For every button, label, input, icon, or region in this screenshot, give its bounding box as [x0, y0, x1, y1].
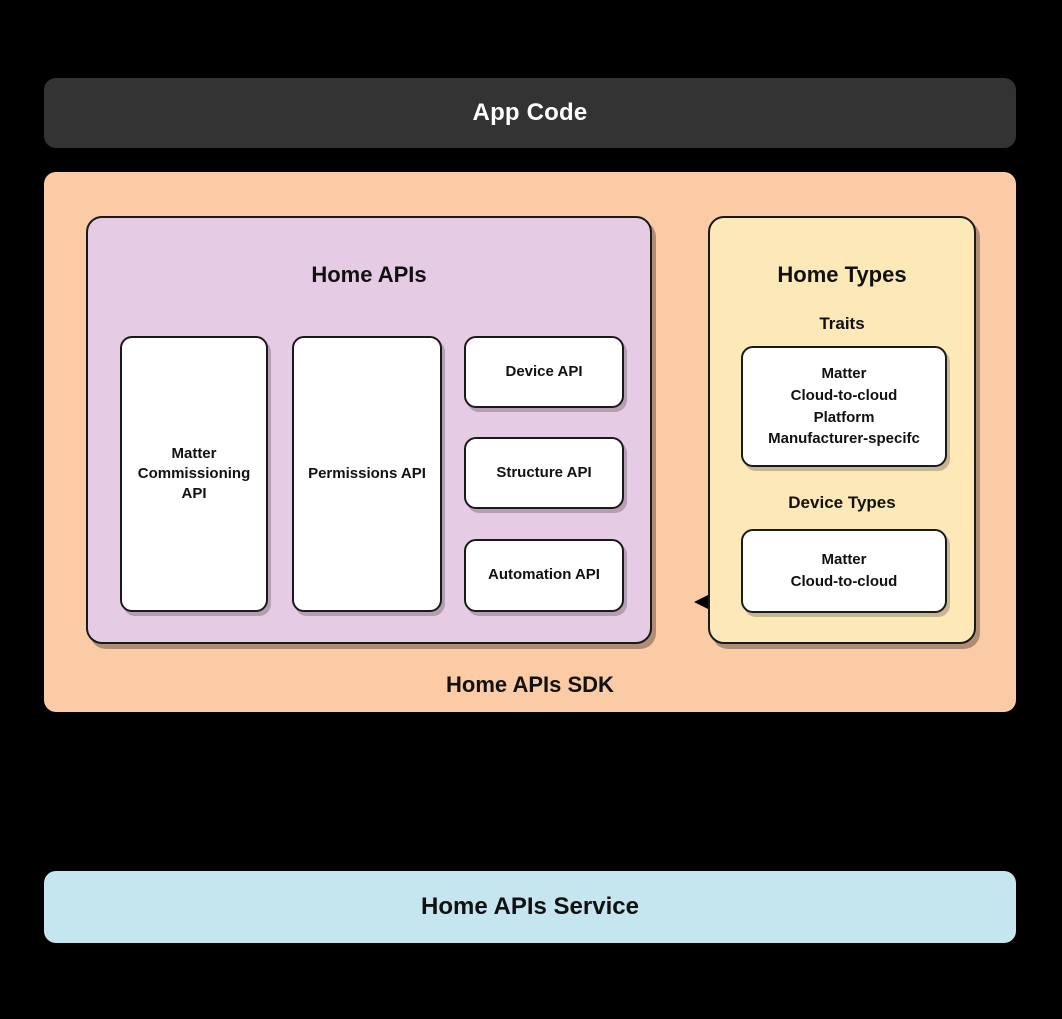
traits-card: Matter Cloud-to-cloud Platform Manufactu…: [741, 346, 947, 467]
device-types-item: Cloud-to-cloud: [790, 573, 898, 590]
device-types-card-label: Matter Cloud-to-cloud: [791, 549, 898, 593]
traits-item: Platform: [813, 408, 875, 426]
traits-item: Matter: [821, 365, 867, 382]
traits-item: Cloud-to-cloud: [790, 386, 898, 404]
api-card-line: Matter: [171, 444, 217, 462]
api-card-permissions: Permissions API: [292, 336, 442, 612]
home-types-title: Home Types: [777, 262, 907, 287]
device-types-heading: Device Types: [788, 493, 896, 512]
api-card-label: Matter Commissioning API: [138, 444, 251, 505]
home-apis-service-block: Home APIs Service: [44, 871, 1016, 943]
home-apis-sdk-label: Home APIs SDK: [446, 672, 614, 697]
device-types-item: Matter: [821, 551, 867, 569]
api-card-label: Permissions API: [308, 464, 426, 482]
api-card-label: Structure API: [496, 463, 592, 481]
home-apis-panel: Home APIs Matter Commissioning API Permi…: [86, 216, 652, 644]
traits-item: Manufacturer-specifc: [768, 430, 920, 448]
device-types-card: Matter Cloud-to-cloud: [741, 529, 947, 613]
app-code-block: App Code: [44, 78, 1016, 148]
api-card-structure: Structure API: [464, 437, 624, 509]
home-apis-service-label: Home APIs Service: [421, 893, 639, 920]
home-apis-sdk-panel: Home APIs Matter Commissioning API Permi…: [44, 172, 1016, 712]
api-card-line: API: [181, 485, 207, 503]
home-types-panel: Home Types Traits Matter Cloud-to-cloud …: [708, 216, 976, 644]
app-code-label: App Code: [472, 99, 588, 126]
traits-heading: Traits: [819, 314, 865, 333]
traits-card-label: Matter Cloud-to-cloud Platform Manufactu…: [768, 363, 920, 450]
api-card-automation: Automation API: [464, 539, 624, 612]
api-card-label: Automation API: [488, 566, 600, 584]
api-card-line: Commissioning: [137, 464, 251, 482]
home-apis-title: Home APIs: [311, 262, 427, 287]
api-card-device: Device API: [464, 336, 624, 408]
api-card-matter-commissioning: Matter Commissioning API: [120, 336, 268, 612]
api-card-label: Device API: [505, 362, 583, 380]
